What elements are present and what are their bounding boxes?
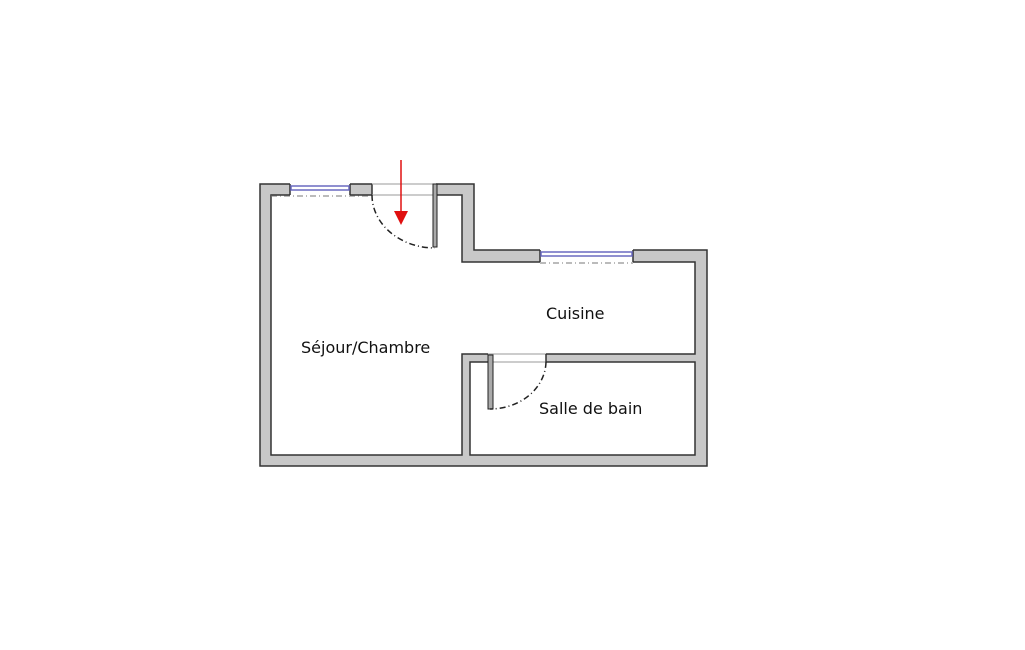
bathroom-door — [487, 353, 547, 410]
room-label-sejour: Séjour/Chambre — [301, 338, 430, 357]
entrance-door — [371, 183, 438, 249]
walls — [259, 183, 708, 467]
entrance-arrow-icon — [394, 160, 408, 225]
room-label-cuisine: Cuisine — [546, 304, 605, 323]
window-kitchen — [539, 249, 634, 264]
room-label-salle-de-bain: Salle de bain — [539, 399, 642, 418]
window-top-left — [271, 183, 370, 197]
